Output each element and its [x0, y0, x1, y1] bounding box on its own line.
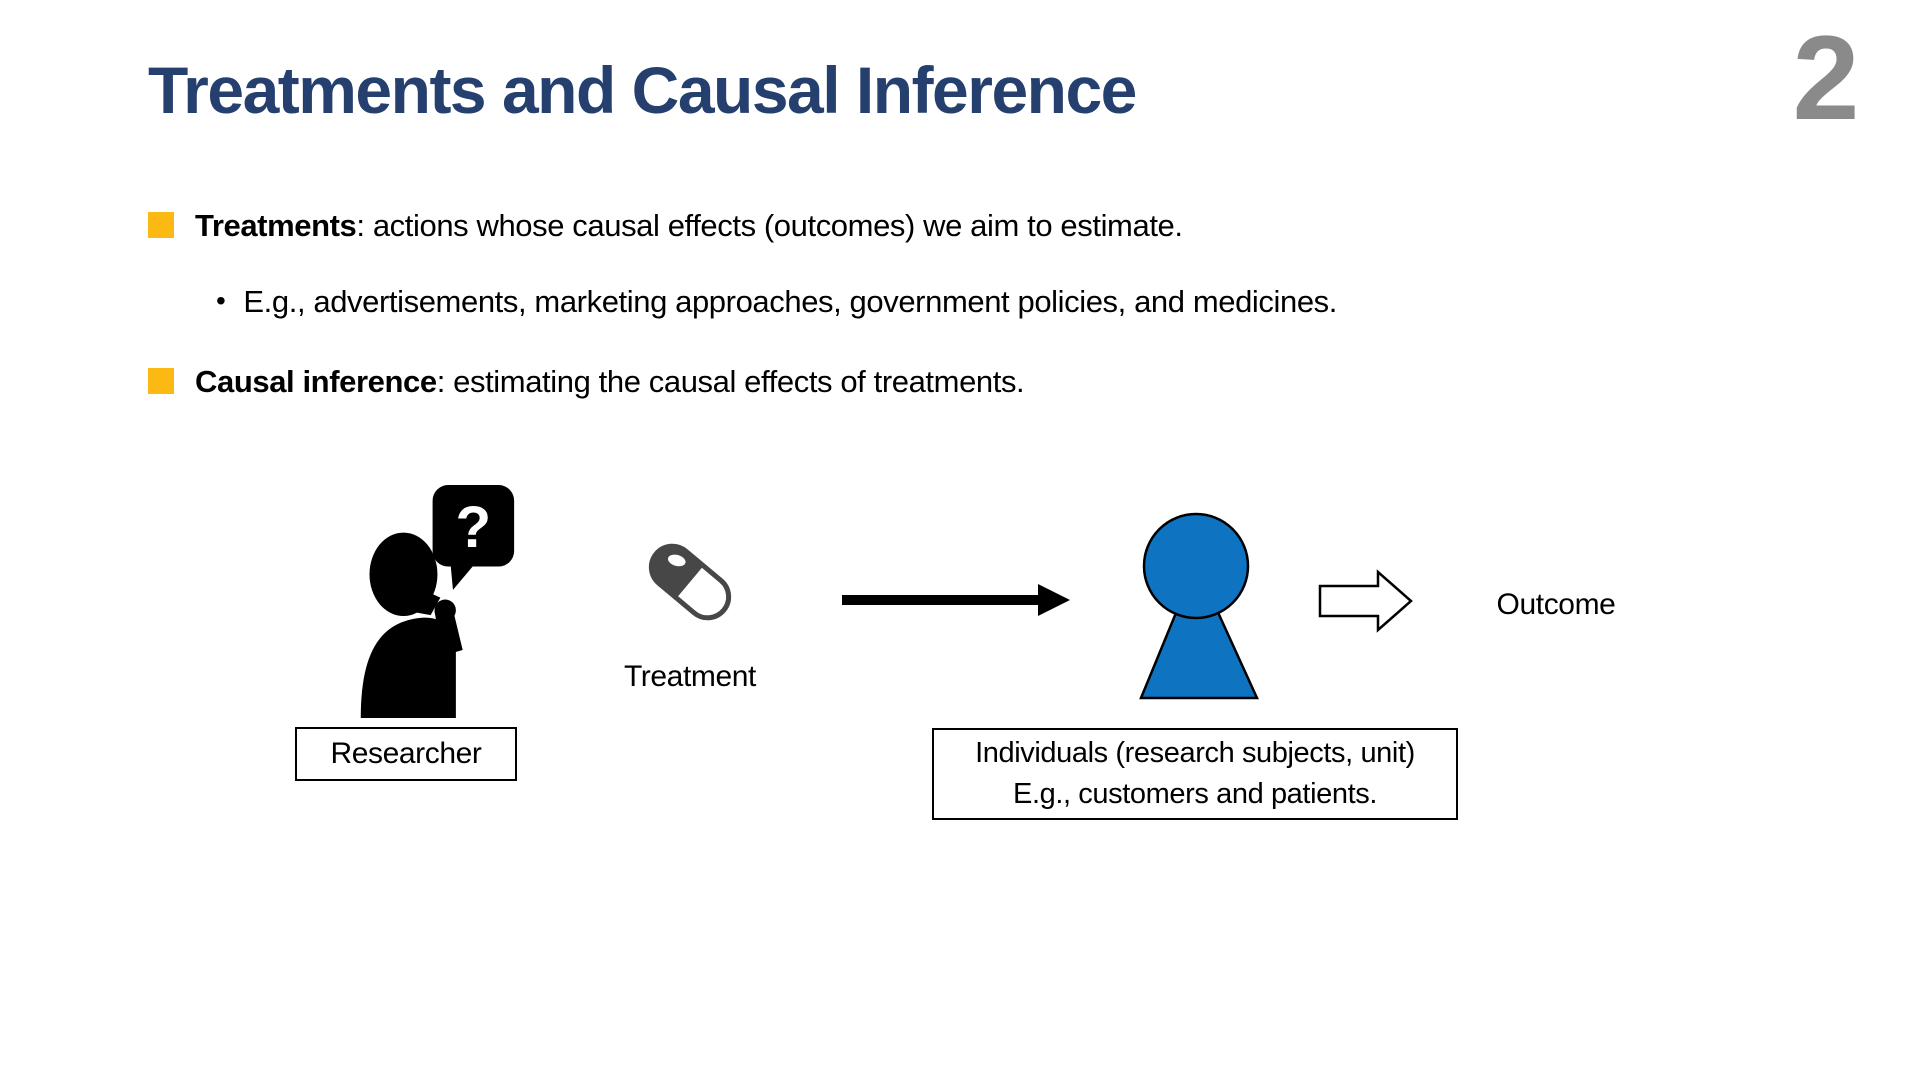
bullet-rest: : actions whose causal effects (outcomes…: [356, 208, 1183, 243]
outline-right-arrow-icon: [1318, 569, 1413, 633]
bullet-causal-inference-text: Causal inference: estimating the causal …: [195, 364, 1025, 400]
solid-right-arrow-icon: [842, 584, 1070, 616]
bullet-treatments-text: Treatments: actions whose causal effects…: [195, 208, 1183, 244]
pill-capsule-icon: [648, 543, 732, 621]
question-mark-glyph: ?: [456, 495, 492, 560]
treatment-label: Treatment: [623, 660, 757, 693]
researcher-box-label: Researcher: [330, 737, 482, 770]
researcher-box: Researcher: [295, 727, 517, 781]
outcome-label: Outcome: [1496, 588, 1616, 621]
bullet-treatments: Treatments: actions whose causal effects…: [148, 208, 1183, 244]
bullet-term: Causal inference: [195, 364, 437, 399]
sub-bullet-text: E.g., advertisements, marketing approach…: [243, 284, 1337, 319]
bullet-square-icon: [148, 212, 174, 238]
bullet-rest: : estimating the causal effects of treat…: [436, 364, 1025, 399]
individuals-box: Individuals (research subjects, unit) E.…: [932, 728, 1458, 820]
individuals-box-line1: Individuals (research subjects, unit): [975, 737, 1415, 769]
page-title: Treatments and Causal Inference: [148, 53, 1137, 127]
bullet-dot-icon: •: [216, 285, 226, 316]
bullet-causal-inference: Causal inference: estimating the causal …: [148, 364, 1025, 400]
blue-person-figure-icon: [1139, 512, 1259, 700]
individuals-box-line2: E.g., customers and patients.: [1013, 778, 1377, 810]
sub-bullet-examples: • E.g., advertisements, marketing approa…: [216, 284, 1337, 320]
slide-number: 2: [1792, 11, 1860, 145]
thinking-person-question-bubble-icon: ?: [360, 485, 515, 718]
bullet-square-icon: [148, 368, 174, 394]
bullet-term: Treatments: [195, 208, 357, 243]
